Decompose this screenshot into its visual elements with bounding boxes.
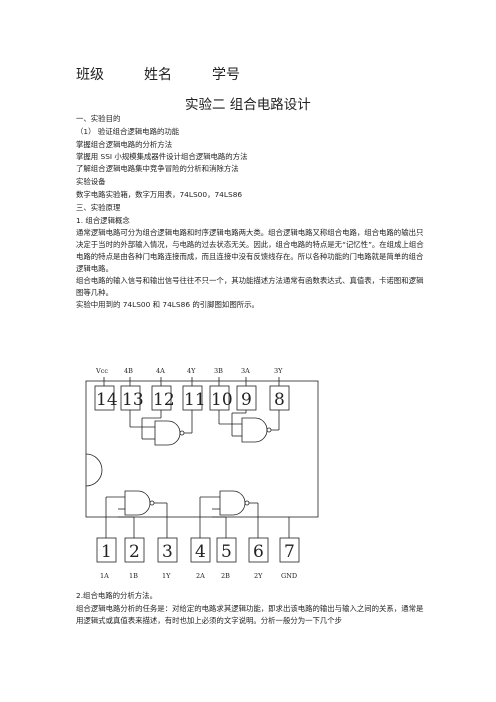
nand-gate-2 <box>199 490 259 518</box>
pin-label-1y: 1Y <box>162 572 171 580</box>
section-analysis-heading: 2.组合电路的分析方法。 <box>76 591 157 600</box>
nand-gate-1 <box>105 490 168 518</box>
section-1-heading: 一、实验目的 <box>76 114 121 123</box>
nand-gate-4 <box>129 410 193 446</box>
objective-2: 掌握组合逻辑电路的分析方法 <box>76 140 173 149</box>
pin-1: 1 <box>101 542 112 562</box>
pin-label-2b: 2B <box>221 572 230 580</box>
name-label: 姓名 <box>144 67 172 83</box>
nand-gate-3 <box>218 410 280 443</box>
paragraph-description-methods: 组合电路的输入信号和输出信号往往不只一个，其功能描述方法通常有函数表达式、真值表… <box>76 276 424 297</box>
pin-label-4b: 4B <box>124 367 133 375</box>
objective-4: 了解组合逻辑电路集中竞争冒险的分析和消除方法 <box>76 164 239 173</box>
pin-6: 6 <box>253 542 264 562</box>
pin-7: 7 <box>284 542 295 562</box>
pin-11: 11 <box>184 390 206 410</box>
page-title: 实验二 组合电路设计 <box>185 97 311 113</box>
section-3-heading: 三、实验原理 <box>76 203 121 212</box>
section-2-heading: 实验设备 <box>76 177 106 186</box>
pin-label-2a: 2A <box>196 572 205 580</box>
pin-label-3b: 3B <box>214 367 223 375</box>
subsection-1-heading: 1. 组合逻辑概念 <box>76 216 130 225</box>
chip-notch <box>85 453 103 487</box>
paragraph-combinational-concept: 通常逻辑电路可分为组合逻辑电路和时序逻辑电路两大类。组合逻辑电路又称组合电路，组… <box>76 228 424 273</box>
objective-1: （1） 验证组合逻辑电路的功能 <box>76 127 180 136</box>
pin-14: 14 <box>96 390 118 410</box>
paragraph-analysis-method: 组合逻辑电路分析的任务是：对给定的电路求其逻辑功能，即求出该电路的输出与输入之间… <box>76 604 424 625</box>
pin-3: 3 <box>162 542 173 562</box>
equipment-list: 数字电路实验箱，数字万用表，74LS00，74LS86 <box>76 190 243 199</box>
objective-3: 掌握用 SSI 小规模集成器件设计组合逻辑电路的方法 <box>76 152 248 161</box>
pin-10: 10 <box>211 390 233 410</box>
pin-label-2y: 2Y <box>254 572 263 580</box>
pin-label-4y: 4Y <box>187 367 196 375</box>
pin-13: 13 <box>122 390 144 410</box>
pin-label-3a: 3A <box>241 367 250 375</box>
pin-label-vcc: Vcc <box>95 367 108 375</box>
chip-body <box>85 380 319 518</box>
pin-9: 9 <box>241 390 252 410</box>
pin-label-1b: 1B <box>129 572 138 580</box>
pin-4: 4 <box>195 542 206 562</box>
pin-label-1a: 1A <box>100 572 109 580</box>
pin-5: 5 <box>221 542 232 562</box>
pin-label-4a: 4A <box>156 367 165 375</box>
class-label: 班级 <box>76 67 104 83</box>
pin-12: 12 <box>153 390 175 410</box>
pin-8: 8 <box>274 390 285 410</box>
paragraph-pin-diagram-note: 实验中用到的 74LS00 和 74LS86 的引脚图如图所示。 <box>76 300 259 309</box>
pin-label-gnd: GND <box>281 572 297 580</box>
pin-label-3y: 3Y <box>274 367 283 375</box>
pin-2: 2 <box>129 542 140 562</box>
student-id-label: 学号 <box>212 67 240 83</box>
